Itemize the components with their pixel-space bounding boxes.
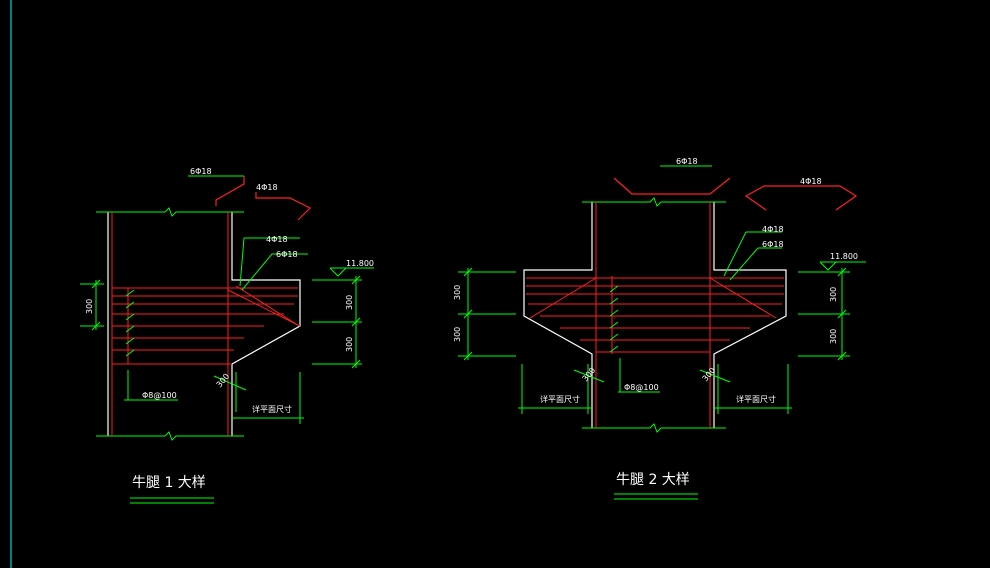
corbel-2-break-lines (582, 197, 726, 433)
corbel-2-dim-right-upper: 300 (829, 287, 838, 302)
corbel-2-dim-right-lower: 300 (829, 329, 838, 344)
corbel-2-title: 牛腿 2 大样 (616, 472, 690, 488)
corbel-detail-1: 6Φ18 4Φ18 4Φ18 6Φ18 11.800 300 300 300 Φ… (80, 167, 374, 504)
corbel-2-dimensions (458, 261, 866, 414)
corbel-2-rebar (526, 202, 784, 428)
corbel-2-stirrup-ticks (609, 285, 619, 353)
corbel-2-concrete-outline (523, 202, 787, 428)
corbel-2-dim-left-lower: 300 (453, 327, 462, 342)
corbel-2-title-underline (614, 493, 698, 500)
corbel-1-stirrup-label: Φ8@100 (142, 391, 177, 400)
corbel-2-dim-left-upper: 300 (453, 285, 462, 300)
corbel-2-width-note-left: 详平面尺寸 (540, 394, 580, 404)
corbel-1-side-bar-label-inner-a: 4Φ18 (266, 235, 288, 244)
corbel-1-stirrup-ticks (125, 289, 135, 357)
corbel-1-side-bar-label-outer: 4Φ18 (256, 183, 278, 192)
corbel-1-texts: 6Φ18 4Φ18 4Φ18 6Φ18 11.800 300 300 300 Φ… (85, 167, 374, 491)
corbel-2-width-note-right: 详平面尺寸 (736, 394, 776, 404)
corbel-1-width-note: 详平面尺寸 (252, 404, 292, 414)
corbel-1-top-bar-label: 6Φ18 (190, 167, 212, 176)
corbel-2-side-bar-label-outer: 4Φ18 (800, 177, 822, 186)
corbel-2-leaders (618, 165, 782, 393)
corbel-1-bar-sketches (215, 176, 312, 221)
corbel-1-dim-left: 300 (85, 299, 94, 314)
corbel-1-rebar (111, 212, 301, 436)
corbel-1-elevation: 11.800 (346, 259, 374, 268)
corbel-1-dimensions (80, 267, 374, 424)
corbel-1-dim-right-lower: 300 (345, 337, 354, 352)
corbel-1-break-lines (96, 207, 244, 441)
corbel-1-leaders (124, 175, 308, 401)
corbel-1-side-bar-label-inner-b: 6Φ18 (276, 250, 298, 259)
corbel-2-side-bar-label-inner-b: 6Φ18 (762, 240, 784, 249)
corbel-2-bar-sketches (613, 177, 858, 211)
corbel-2-elevation: 11.800 (830, 252, 858, 261)
corbel-1-title: 牛腿 1 大样 (132, 475, 206, 491)
corbel-2-stirrup-label: Φ8@100 (624, 383, 659, 392)
corbel-2-top-bar-label: 6Φ18 (676, 157, 698, 166)
corbel-2-side-bar-label-inner-a: 4Φ18 (762, 225, 784, 234)
corbel-1-title-underline (130, 497, 214, 504)
corbel-1-dim-right-upper: 300 (345, 295, 354, 310)
corbel-1-concrete-outline (107, 212, 301, 436)
